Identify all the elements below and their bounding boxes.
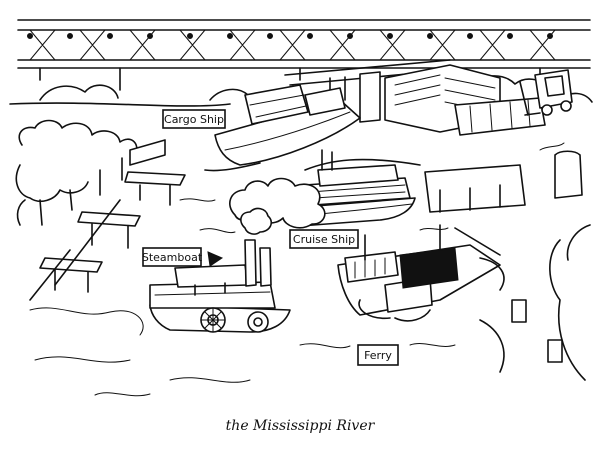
- cruise-ship-label: Cruise Ship: [289, 229, 359, 249]
- page-caption: the Mississippi River: [225, 418, 375, 434]
- svg-text:Cruise Ship: Cruise Ship: [293, 233, 355, 246]
- left-pier: [29, 139, 186, 301]
- left-bank-trees: [15, 119, 138, 226]
- water-ripples: [29, 142, 565, 397]
- svg-text:Steamboat: Steamboat: [142, 251, 203, 264]
- steamboat-smoke: [229, 177, 326, 235]
- ferry-label: Ferry: [357, 344, 399, 366]
- svg-text:Cargo Ship: Cargo Ship: [164, 113, 224, 126]
- cargo-ship: [204, 84, 361, 172]
- svg-text:Ferry: Ferry: [364, 349, 392, 362]
- right-warehouse: [424, 150, 583, 213]
- coloring-page-illustration: Cargo Ship: [9, 19, 593, 397]
- forklift: [519, 69, 573, 116]
- bridge: [17, 19, 591, 91]
- cargo-ship-label: Cargo Ship: [162, 109, 226, 129]
- steamboat: [149, 239, 291, 333]
- right-bank: [479, 224, 591, 381]
- ferry: [337, 224, 505, 322]
- gantry-crane: [284, 59, 451, 123]
- steamboat-label: Steamboat: [142, 247, 203, 267]
- warehouses: [384, 64, 546, 136]
